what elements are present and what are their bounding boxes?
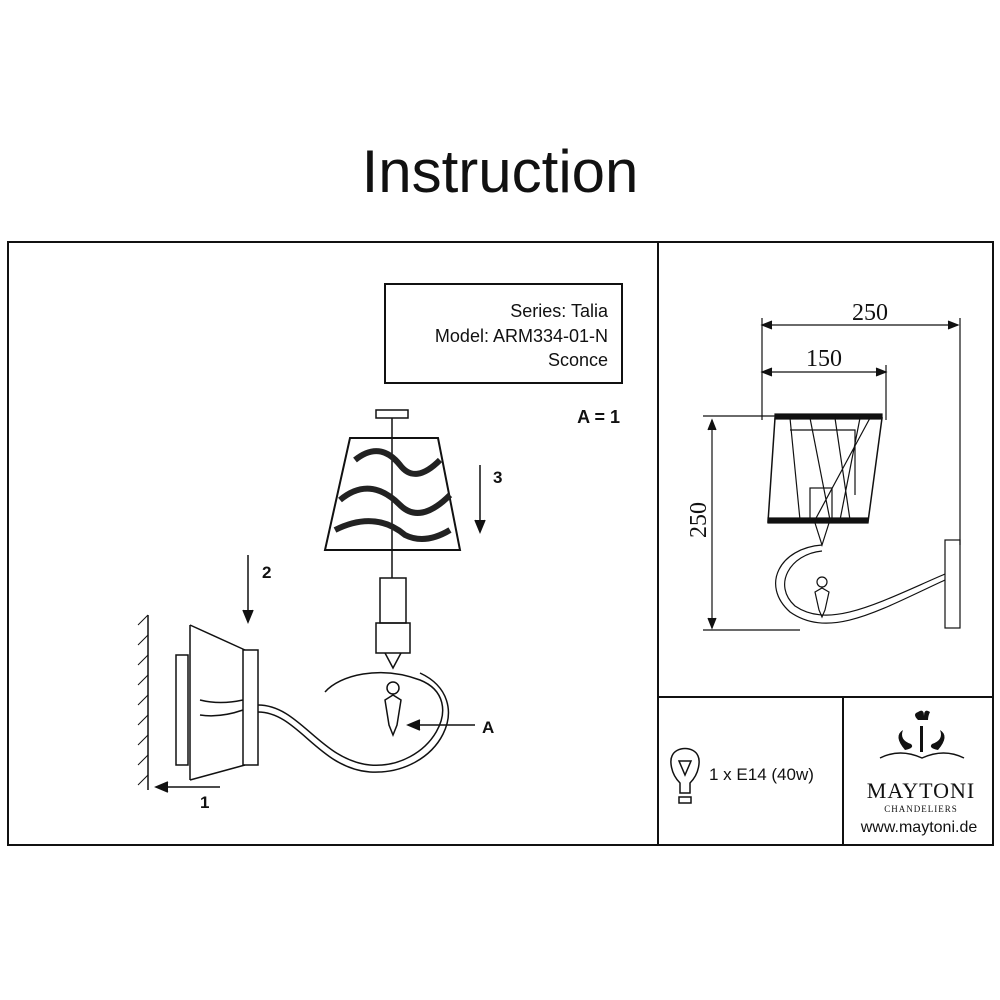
bulb-spec: 1 x E14 (40w) (709, 765, 814, 784)
dimension-total-width: 250 (852, 300, 888, 326)
brand-website-link[interactable]: www.maytoni.de (860, 819, 978, 836)
step-3-label: 3 (493, 468, 502, 487)
maytoni-logo-icon (879, 710, 965, 759)
step-2-label: 2 (262, 563, 271, 582)
info-box: Series: Talia Model: ARM334-01-N Sconce (384, 283, 623, 384)
frame (7, 241, 994, 846)
brand-subtitle: CHANDELIERS (884, 804, 958, 814)
model-label: Model: ARM334-01-N (435, 326, 608, 346)
part-a-label: A (482, 718, 494, 737)
assembly-diagram (137, 409, 486, 793)
step-1-label: 1 (200, 793, 209, 812)
dimension-shade-width: 150 (806, 346, 842, 372)
dimension-drawing (703, 318, 961, 631)
brand-name: MAYTONI (867, 778, 975, 803)
type-label: Sconce (548, 350, 608, 370)
page-title: Instruction (362, 138, 639, 205)
parts-legend: A = 1 (577, 407, 620, 427)
light-bulb-icon (670, 747, 700, 804)
series-label: Series: Talia (510, 301, 609, 321)
dimension-height: 250 (686, 502, 712, 538)
